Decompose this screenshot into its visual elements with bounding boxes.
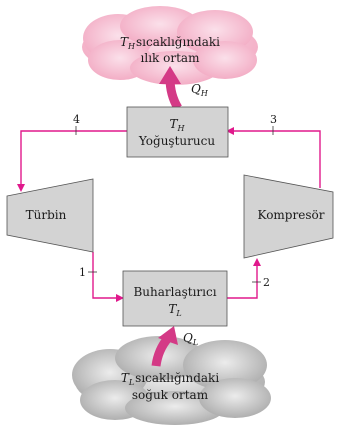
- pipe-1-arrowhead: [116, 294, 124, 302]
- warm-space-descriptor: sıcaklığındaki: [136, 35, 220, 49]
- condenser-temp: TH: [170, 117, 186, 133]
- turbine-shape: [6, 178, 94, 253]
- heat-in-label: QL: [183, 331, 198, 347]
- pipe-2-arrowhead: [253, 258, 261, 266]
- state-1-label: 1: [79, 266, 86, 279]
- pipe-state-4: [20, 130, 127, 190]
- heat-out-arrow: [159, 66, 182, 111]
- warm-space-label-line1: THsıcaklığındaki: [120, 35, 220, 51]
- evaporator-box: [122, 270, 228, 327]
- cold-space-label-line1: TLsıcaklığındaki: [121, 371, 220, 387]
- warm-temp-subscript: H: [127, 42, 136, 51]
- heat-in-subscript: L: [192, 338, 198, 347]
- refrigerant-pipes: [17, 127, 321, 302]
- warm-space-cloud: [82, 6, 258, 85]
- pipe-state-3: [228, 130, 321, 188]
- cold-space-descriptor: sıcaklığındaki: [135, 371, 219, 385]
- condenser-label: Yoğuşturucu: [138, 134, 215, 148]
- pipe-state-2: [227, 262, 258, 299]
- pipe-3-arrowhead: [226, 127, 234, 135]
- state-2-label: 2: [263, 276, 270, 289]
- heat-out-symbol: Q: [191, 82, 201, 96]
- evaporator-temp: TL: [168, 302, 181, 318]
- state-4-label: 4: [73, 113, 80, 126]
- heat-in-symbol: Q: [183, 331, 193, 345]
- condenser-box: [126, 106, 229, 158]
- condenser-temp-subscript: H: [177, 124, 186, 133]
- heat-out-label: QH: [191, 82, 209, 98]
- turbine-label: Türbin: [26, 208, 67, 222]
- warm-temp-symbol: T: [120, 35, 129, 49]
- cold-space-cloud: [72, 336, 271, 425]
- heat-in-arrow: [151, 326, 178, 367]
- heat-out-subscript: H: [200, 89, 209, 98]
- compressor-shape: [243, 174, 334, 259]
- cold-temp-symbol: T: [121, 371, 130, 385]
- cold-space-label-line2: soğuk ortam: [132, 388, 209, 402]
- warm-space-label-line2: ılık ortam: [141, 51, 201, 65]
- condenser-temp-symbol: T: [170, 117, 179, 131]
- state-3-label: 3: [270, 113, 277, 126]
- pipe-state-1: [92, 252, 123, 299]
- evaporator-temp-symbol: T: [168, 302, 177, 316]
- compressor-label: Kompresör: [258, 208, 325, 222]
- evaporator-temp-subscript: L: [175, 309, 181, 318]
- cold-temp-subscript: L: [128, 378, 134, 387]
- evaporator-label: Buharlaştırıcı: [133, 285, 216, 299]
- pipe-4-arrowhead: [17, 184, 25, 192]
